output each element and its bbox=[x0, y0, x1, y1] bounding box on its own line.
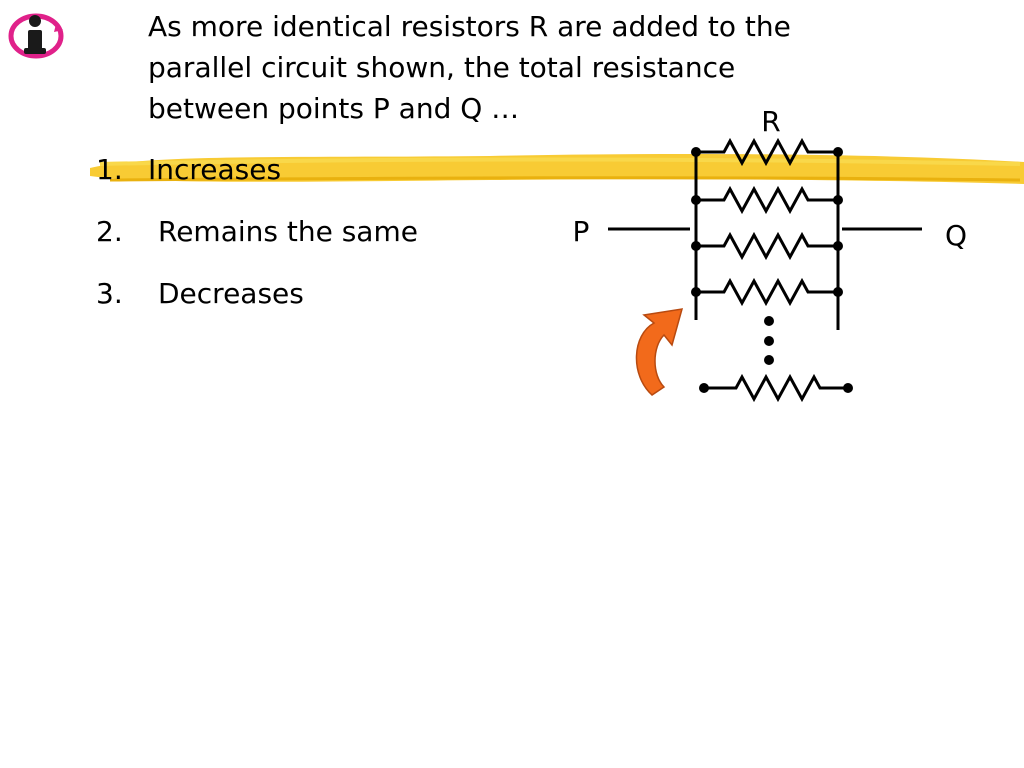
resistor-label: R bbox=[761, 105, 780, 138]
option-text: Decreases bbox=[158, 277, 304, 310]
resistor-branch-3 bbox=[696, 231, 838, 261]
info-icon bbox=[8, 13, 64, 59]
point-q-label: Q bbox=[945, 219, 967, 252]
ellipsis-dot bbox=[764, 316, 774, 326]
ellipsis-dot bbox=[764, 336, 774, 346]
parallel-circuit-diagram: R P Q bbox=[573, 105, 967, 403]
option-text: Remains the same bbox=[158, 215, 418, 248]
curved-arrow-icon bbox=[635, 308, 684, 396]
option-text: Increases bbox=[148, 153, 282, 186]
question-line-3: between points P and Q … bbox=[148, 92, 520, 125]
question-line-1: As more identical resistors R are added … bbox=[148, 10, 791, 43]
question-line-2: parallel circuit shown, the total resist… bbox=[148, 51, 736, 84]
option-number: 1. bbox=[96, 153, 123, 186]
resistor-branch-2 bbox=[696, 185, 838, 215]
option-number: 3. bbox=[96, 277, 123, 310]
question-text: As more identical resistors R are added … bbox=[148, 6, 908, 129]
resistor-branch-4 bbox=[696, 277, 838, 307]
ellipsis-dot bbox=[764, 355, 774, 365]
resistor-branch-1 bbox=[696, 137, 838, 167]
option-number: 2. bbox=[96, 215, 123, 248]
resistor-branch-added bbox=[704, 373, 848, 403]
point-p-label: P bbox=[573, 215, 590, 248]
